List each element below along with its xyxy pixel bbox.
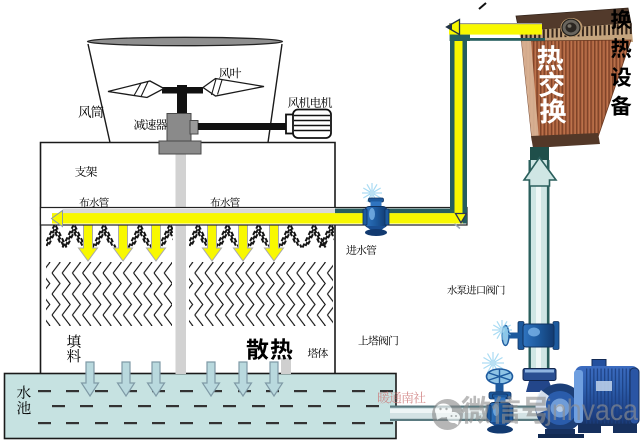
svg-text:jnhvaca: jnhvaca — [545, 394, 638, 427]
